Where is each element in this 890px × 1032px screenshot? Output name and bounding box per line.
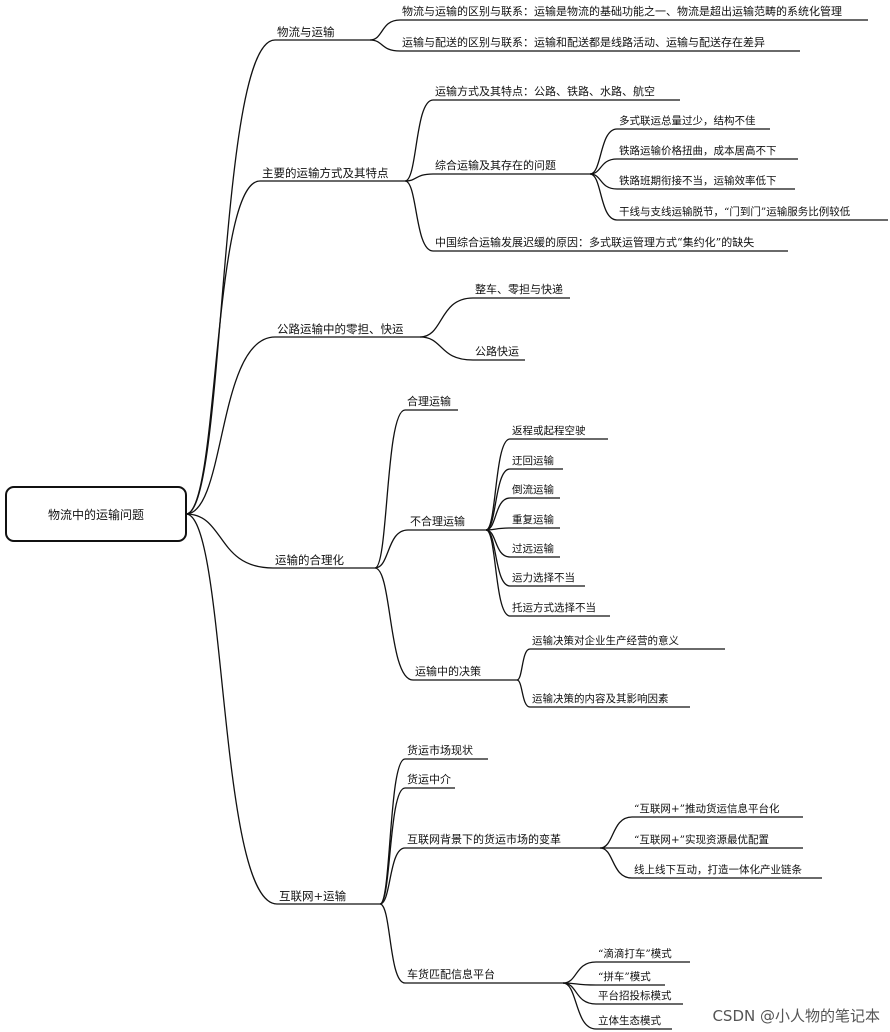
child-label-2-3[interactable]: 中国综合运输发展迟缓的原因：多式联运管理方式“集约化”的缺失 — [435, 236, 755, 249]
leaf-label-4-2-3[interactable]: 倒流运输 — [512, 484, 554, 496]
leaf-label-4-3-1[interactable]: 运输决策对企业生产经营的意义 — [532, 635, 679, 647]
leaf-label-2-2-4[interactable]: 干线与支线运输脱节，“门到门”运输服务比例较低 — [619, 206, 851, 218]
root-node[interactable]: 物流中的运输问题 — [5, 486, 187, 542]
child-connector-4-3 — [374, 567, 517, 681]
child-label-4-2[interactable]: 不合理运输 — [410, 515, 465, 528]
leaf-label-4-2-6[interactable]: 运力选择不当 — [512, 572, 575, 584]
watermark: CSDN @小人物的笔记本 — [712, 1007, 880, 1025]
child-connector-2-2 — [404, 173, 590, 182]
leaf-connector-4-3-2 — [516, 679, 690, 708]
leaf-label-2-2-2[interactable]: 铁路运输价格扭曲，成本居高不下 — [619, 145, 777, 157]
leaf-label-2-2-3[interactable]: 铁路班期衔接不当，运输效率低下 — [619, 175, 777, 187]
child-connector-5-4 — [379, 903, 563, 984]
leaf-label-5-4-3[interactable]: 平台招投标模式 — [598, 990, 672, 1002]
child-connector-1-2 — [369, 39, 800, 52]
child-connector-2-3 — [404, 180, 788, 252]
leaf-connector-5-4-1 — [562, 961, 690, 984]
branch-connector-5 — [185, 513, 380, 905]
leaf-label-4-2-4[interactable]: 重复运输 — [512, 514, 554, 526]
child-label-5-2[interactable]: 货运中介 — [407, 773, 451, 786]
child-label-5-1[interactable]: 货运市场现状 — [407, 744, 473, 757]
child-connector-1-1 — [369, 19, 868, 41]
child-label-5-4[interactable]: 车货匹配信息平台 — [407, 968, 495, 981]
child-connector-2-1 — [404, 99, 680, 182]
branch-label-5[interactable]: 互联网+运输 — [279, 889, 347, 903]
leaf-label-5-4-1[interactable]: “滴滴打车”模式 — [598, 948, 672, 960]
child-label-2-1[interactable]: 运输方式及其特点：公路、铁路、水路、航空 — [435, 85, 655, 98]
leaf-label-4-3-2[interactable]: 运输决策的内容及其影响因素 — [532, 693, 669, 705]
leaf-connector-4-2-3 — [485, 497, 560, 531]
child-label-5-3[interactable]: 互联网背景下的货运市场的变革 — [407, 833, 561, 846]
leaf-connector-5-3-1 — [599, 816, 803, 849]
leaf-connector-4-2-1 — [485, 438, 608, 531]
child-label-2-2[interactable]: 综合运输及其存在的问题 — [435, 159, 556, 172]
child-label-1-1[interactable]: 物流与运输的区别与联系：运输是物流的基础功能之一、物流是超出运输范畴的系统化管理 — [402, 5, 842, 18]
child-connector-4-2 — [374, 529, 486, 569]
leaf-label-4-2-7[interactable]: 托运方式选择不当 — [512, 602, 596, 614]
child-label-4-1[interactable]: 合理运输 — [407, 395, 451, 408]
leaf-label-5-3-2[interactable]: “互联网+”实现资源最优配置 — [634, 834, 770, 846]
child-connector-4-1 — [374, 409, 458, 569]
leaf-label-5-4-4[interactable]: 立体生态模式 — [598, 1015, 661, 1027]
leaf-connector-4-2-7 — [485, 529, 610, 617]
leaf-connector-2-2-4 — [589, 173, 888, 221]
branch-label-4[interactable]: 运输的合理化 — [275, 553, 344, 567]
branch-label-2[interactable]: 主要的运输方式及其特点 — [262, 166, 389, 180]
branch-connector-3 — [185, 336, 420, 515]
leaf-label-5-3-3[interactable]: 线上线下互动，打造一体化产业链条 — [634, 864, 802, 876]
leaf-connector-5-4-4 — [562, 982, 672, 1030]
child-connector-5-3 — [379, 847, 600, 905]
leaf-label-4-2-1[interactable]: 返程或起程空驶 — [512, 425, 586, 437]
leaf-label-4-2-2[interactable]: 迂回运输 — [512, 455, 554, 467]
root-label: 物流中的运输问题 — [47, 507, 144, 522]
branch-connector-1 — [185, 39, 370, 515]
child-label-3-1[interactable]: 整车、零担与快递 — [475, 283, 563, 296]
child-label-3-2[interactable]: 公路快运 — [475, 345, 519, 358]
child-label-1-2[interactable]: 运输与配送的区别与联系：运输和配送都是线路活动、运输与配送存在差异 — [402, 36, 765, 49]
leaf-label-5-3-1[interactable]: “互联网+”推动货运信息平台化 — [634, 803, 780, 815]
leaf-connector-2-2-2 — [589, 158, 798, 175]
leaf-connector-4-2-2 — [485, 468, 563, 531]
leaf-connector-4-3-1 — [516, 648, 725, 681]
leaf-label-4-2-5[interactable]: 过远运输 — [512, 543, 554, 555]
child-connector-3-1 — [419, 297, 570, 338]
leaf-connector-5-3-3 — [599, 847, 822, 879]
leaf-connector-2-2-1 — [589, 128, 770, 175]
child-label-4-3[interactable]: 运输中的决策 — [415, 665, 481, 678]
leaf-label-5-4-2[interactable]: “拼车”模式 — [598, 971, 651, 983]
leaf-connector-4-2-4 — [485, 527, 560, 531]
branch-label-1[interactable]: 物流与运输 — [277, 25, 335, 39]
branch-connector-2 — [185, 180, 405, 515]
child-connector-3-2 — [419, 336, 525, 361]
leaf-label-2-2-1[interactable]: 多式联运总量过少，结构不佳 — [619, 115, 756, 127]
child-connector-5-2 — [379, 787, 455, 905]
branch-connector-4 — [185, 513, 375, 569]
branch-label-3[interactable]: 公路运输中的零担、快运 — [277, 322, 404, 336]
